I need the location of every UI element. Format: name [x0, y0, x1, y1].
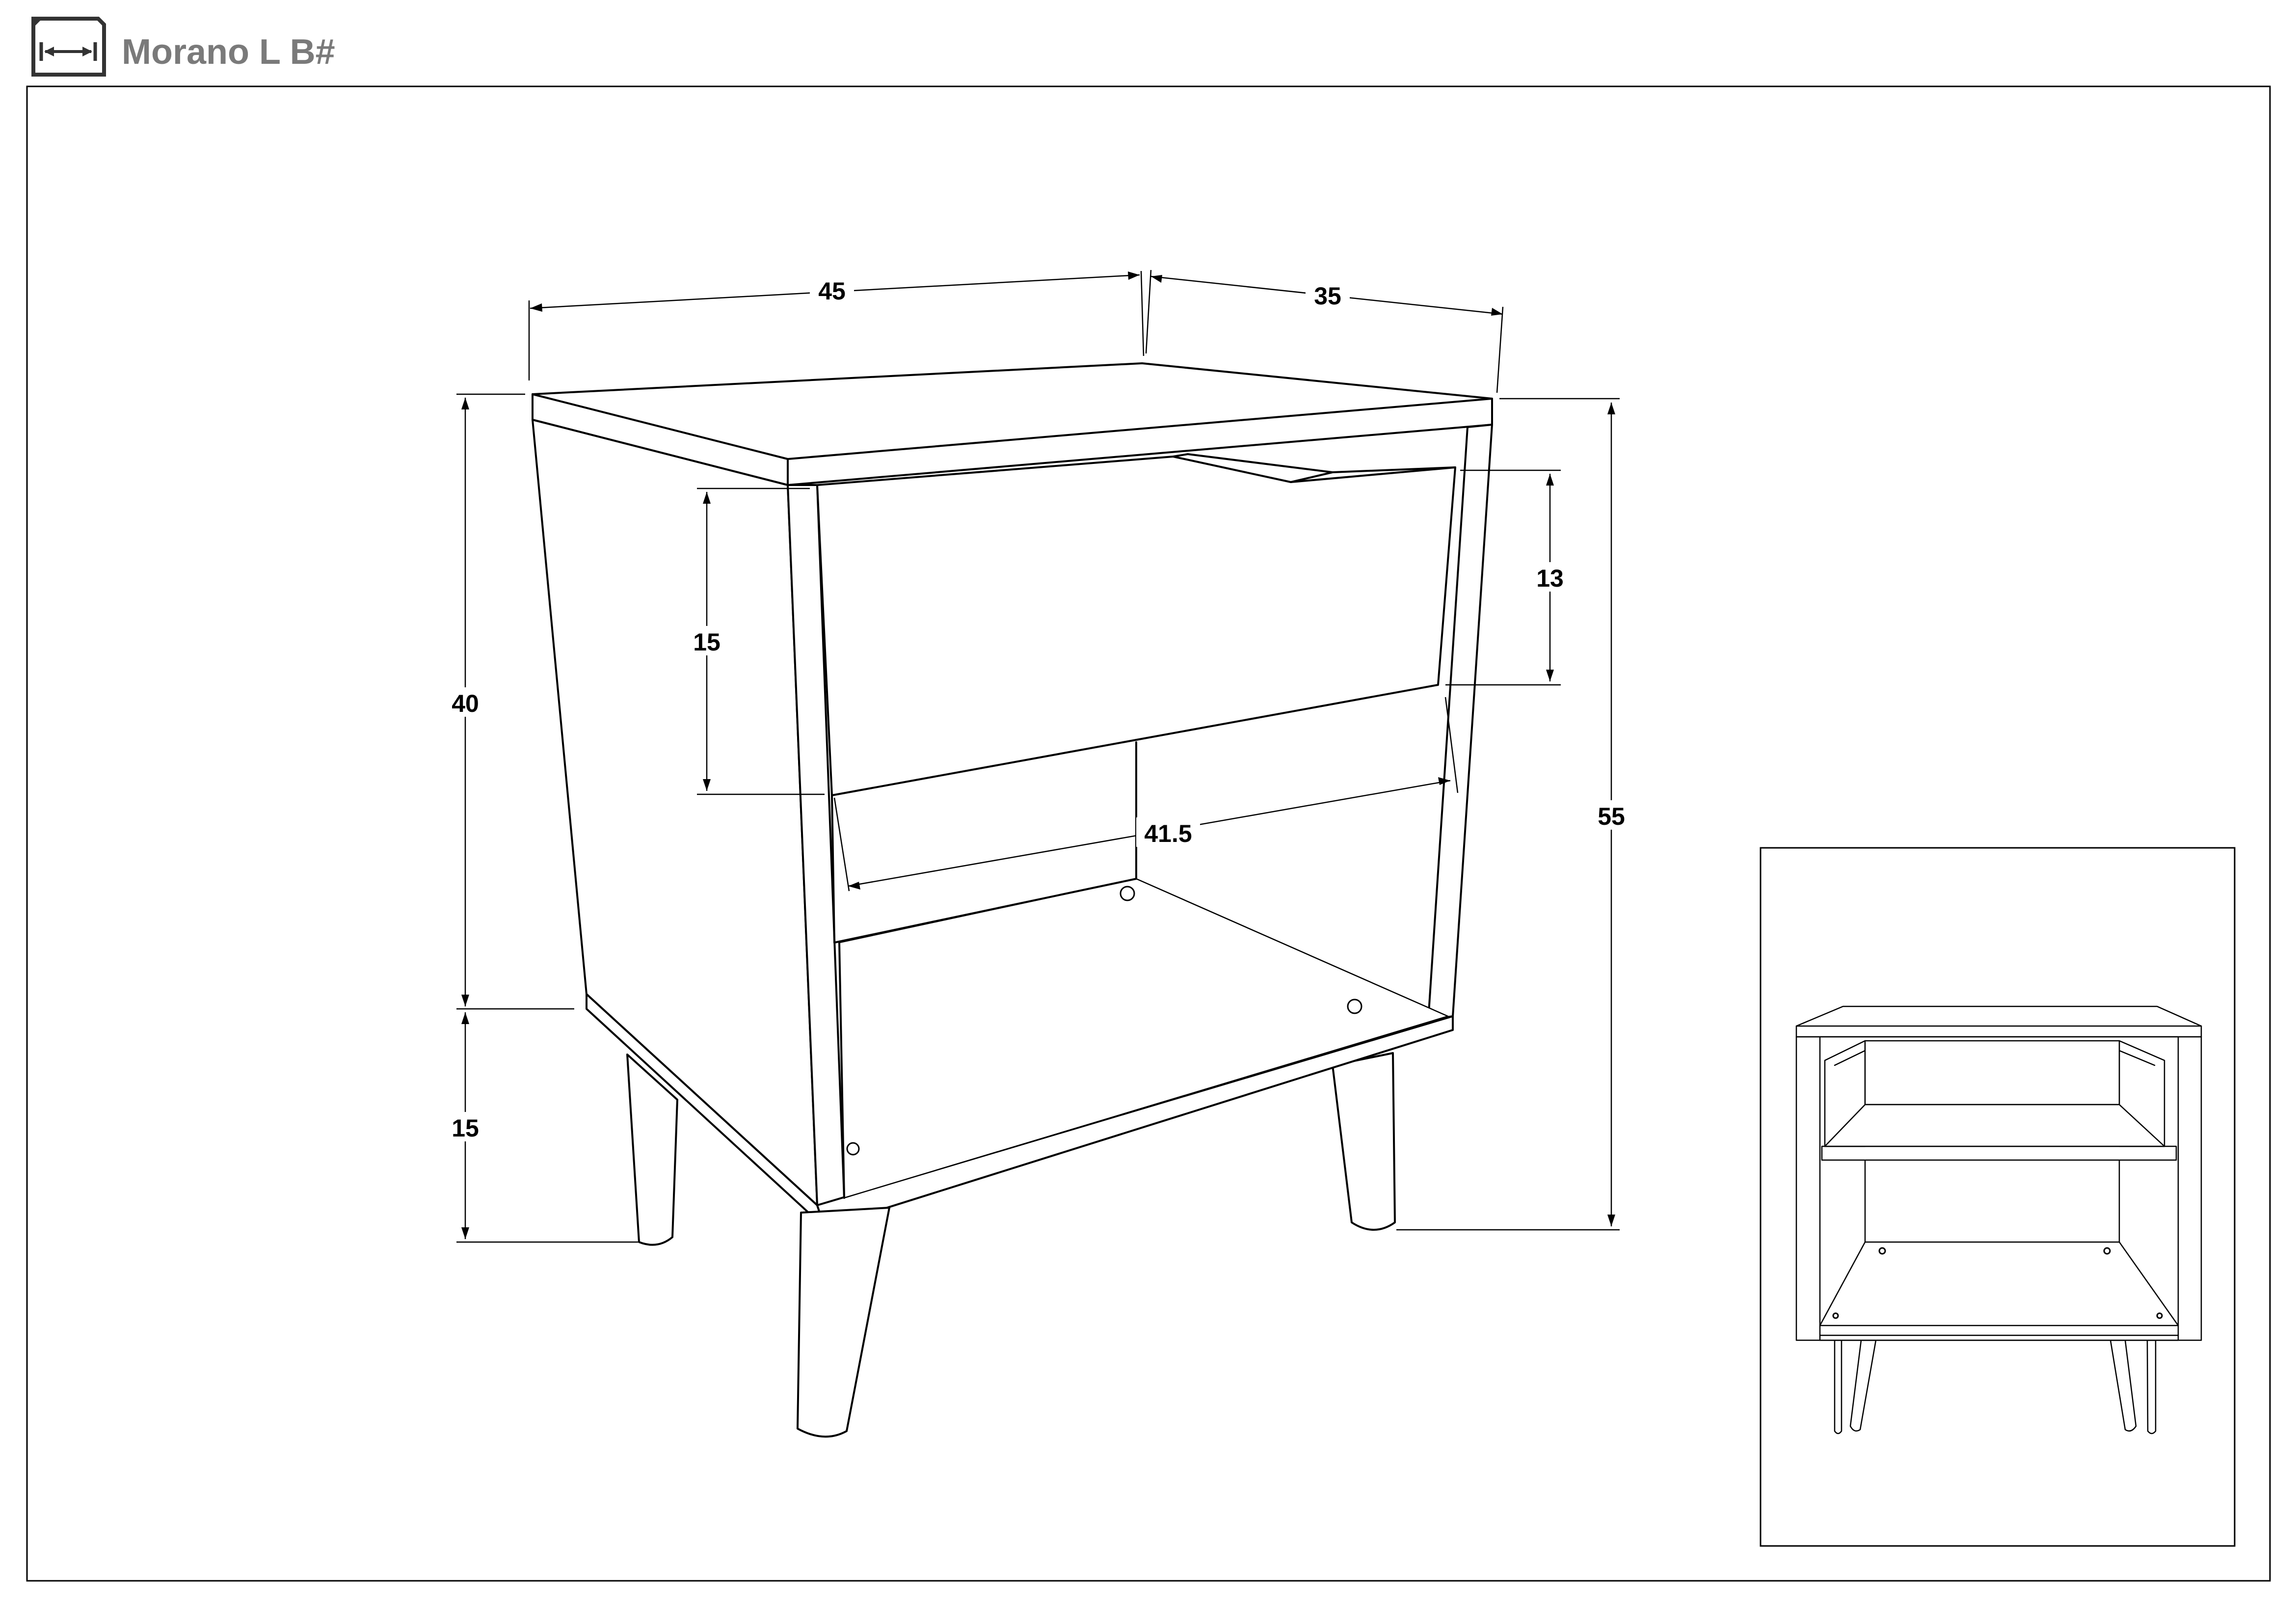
- inset-top: [1795, 1005, 2202, 1038]
- dim-depth: 35: [1314, 282, 1341, 310]
- inset-cam-hole: [2103, 1247, 2111, 1255]
- inset-cam-hole: [1878, 1247, 1886, 1255]
- inset-drawer-back: [1864, 1040, 2120, 1106]
- dim-drawer-front-height: 15: [693, 628, 721, 656]
- cam-hole: [846, 1142, 860, 1156]
- inset-cam-hole: [2156, 1312, 2163, 1319]
- dim-inner-width: 41.5: [1144, 820, 1192, 847]
- dim-drawer-height: 13: [1536, 565, 1564, 592]
- dim-leg-height: 15: [452, 1114, 479, 1142]
- leg-front-left: [797, 1207, 890, 1438]
- cam-hole: [1120, 886, 1135, 901]
- inset-front-view: [1760, 847, 2236, 1547]
- inset-shelf-floor: [1819, 1241, 2179, 1326]
- product-title: Morano L B#: [122, 32, 335, 72]
- dimension-lines: 45 35 40 15 55: [442, 270, 1635, 1243]
- dimension-ruler-icon: [31, 17, 106, 77]
- dim-width: 45: [818, 277, 846, 305]
- inset-leg: [2109, 1339, 2137, 1432]
- inset-leg: [1834, 1339, 1842, 1435]
- dim-body-height: 40: [452, 690, 479, 717]
- drawer-top-edge: [1172, 453, 1456, 473]
- cam-hole: [1347, 999, 1362, 1014]
- inset-leg: [1849, 1339, 1877, 1432]
- inset-frame: [1760, 847, 2236, 1547]
- inset-rail: [1821, 1145, 2177, 1161]
- inset-drawer-bottom: [1824, 1104, 2165, 1147]
- inset-cam-hole: [1832, 1312, 1839, 1319]
- leg-back-right: [1332, 1052, 1396, 1231]
- inset-leg: [2146, 1339, 2157, 1435]
- leg-back-left: [626, 1054, 678, 1246]
- nightstand-main-view: [532, 362, 1493, 1438]
- dim-total-height: 55: [1598, 803, 1625, 830]
- drawing-frame: [26, 85, 2271, 1582]
